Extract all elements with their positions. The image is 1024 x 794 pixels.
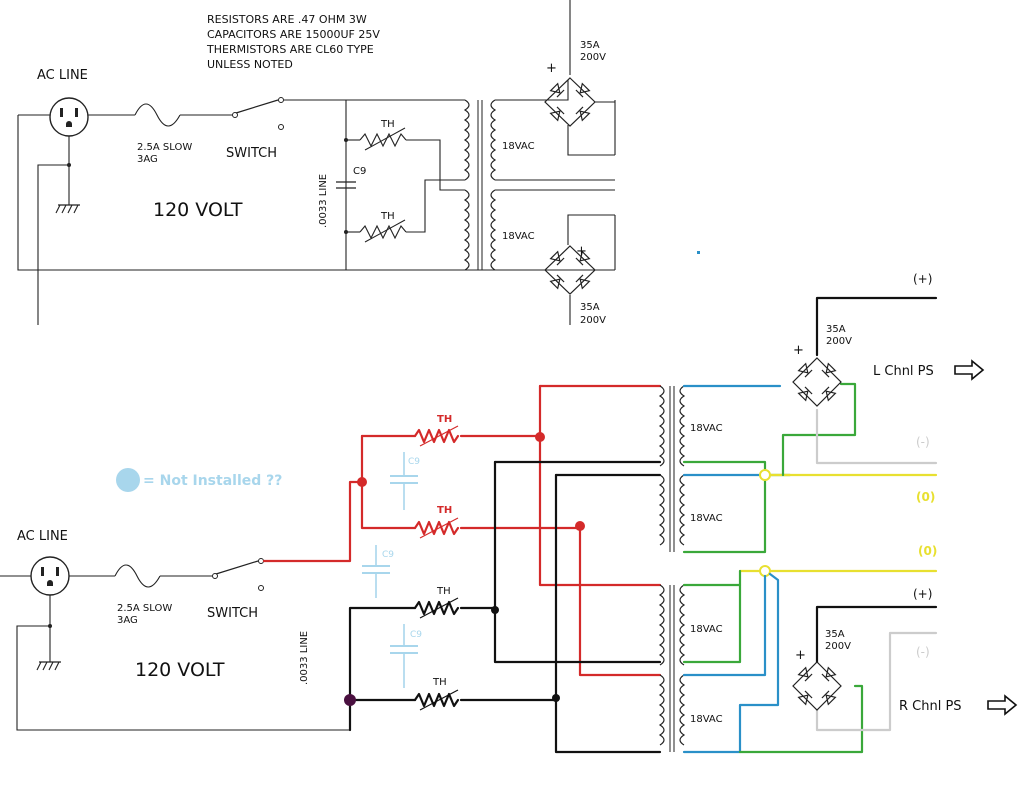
top-bridge-rectifier-2-icon xyxy=(544,245,596,295)
l-zero-label: (0) xyxy=(916,490,935,504)
note-unless-noted: UNLESS NOTED xyxy=(207,58,293,71)
top-bridge-2-plus: + xyxy=(576,244,587,259)
top-c9-capacitor-icon xyxy=(336,181,356,189)
black-node-2 xyxy=(552,694,560,702)
bottom-line-cap-label: .0033 LINE xyxy=(299,631,310,685)
bottom-vac-1-label: 18VAC xyxy=(690,423,723,434)
note-capacitors: CAPACITORS ARE 15000UF 25V xyxy=(207,28,380,41)
bottom-vac-2-label: 18VAC xyxy=(690,513,723,524)
top-schematic: RESISTORS ARE .47 OHM 3W CAPACITORS ARE … xyxy=(17,0,616,326)
bottom-th-red-1-label: TH xyxy=(437,414,452,425)
black-node-1 xyxy=(491,606,499,614)
top-bridge-1-plus: + xyxy=(546,61,557,76)
top-ac-outlet-icon xyxy=(49,97,89,137)
bottom-vac-3-label: 18VAC xyxy=(690,624,723,635)
legend-swatch xyxy=(116,468,140,492)
bottom-bridge-r-current: 35A xyxy=(825,629,845,640)
l-zero-node xyxy=(759,469,771,481)
r-minus-label: (-) xyxy=(916,645,930,659)
red-node-1 xyxy=(357,477,367,487)
top-bridge-rectifier-1-icon xyxy=(544,77,596,127)
bottom-bridge-rectifier-r-icon xyxy=(792,661,842,711)
top-bridge-1-current: 35A xyxy=(580,40,600,51)
legend: = Not Installed ?? xyxy=(116,468,282,492)
bottom-bridge-r-plus: + xyxy=(795,648,806,663)
bottom-bridge-rectifier-l-icon xyxy=(792,357,842,407)
bottom-black-thermistor-1-icon xyxy=(413,600,460,616)
note-resistors: RESISTORS ARE .47 OHM 3W xyxy=(207,13,367,26)
bottom-bridge-l-voltage: 200V xyxy=(826,336,852,347)
top-switch-label: SWITCH xyxy=(226,146,277,161)
r-zero-node xyxy=(759,565,771,577)
r-plus-label: (+) xyxy=(913,587,932,601)
top-th-2-label: TH xyxy=(380,211,395,222)
bottom-red-thermistor-1-icon xyxy=(413,428,460,444)
top-line-cap-label: .0033 LINE xyxy=(318,174,329,228)
red-node-2 xyxy=(535,432,545,442)
top-switch-icon xyxy=(232,97,284,130)
top-vac-1-label: 18VAC xyxy=(502,141,535,152)
bottom-bridge-r-voltage: 200V xyxy=(825,641,851,652)
top-th-1-label: TH xyxy=(380,119,395,130)
top-bridge-2-voltage: 200V xyxy=(580,315,606,326)
l-chnl-label: L Chnl PS xyxy=(873,364,934,379)
l-minus-label: (-) xyxy=(916,435,930,449)
l-chnl-arrow-icon xyxy=(954,359,985,381)
top-voltage-label: 120 VOLT xyxy=(153,199,243,221)
l-plus-label: (+) xyxy=(913,272,932,286)
top-transformer-icon xyxy=(463,99,497,271)
bottom-th-black-1-label: TH xyxy=(436,586,451,597)
bottom-transformer-upper-icon xyxy=(658,385,686,552)
bottom-th-black-2-label: TH xyxy=(432,677,447,688)
bottom-switch-label: SWITCH xyxy=(207,606,258,621)
top-thermistor-2-icon xyxy=(359,224,407,240)
bottom-ac-line-label: AC LINE xyxy=(17,529,68,544)
r-chnl-arrow-icon xyxy=(987,694,1018,716)
bottom-c9c-label: C9 xyxy=(410,630,422,640)
bottom-red-thermistor-2-icon xyxy=(413,520,460,536)
note-thermistors: THERMISTORS ARE CL60 TYPE xyxy=(206,43,374,56)
top-bridge-2-current: 35A xyxy=(580,302,600,313)
bottom-bridge-l-current: 35A xyxy=(826,324,846,335)
top-ac-line-label: AC LINE xyxy=(37,68,88,83)
bottom-schematic: AC LINE 2.5A SLOW 3AG SWITCH xyxy=(0,272,1018,754)
bottom-fuse-type: 3AG xyxy=(117,615,138,626)
bottom-fuse-label: 2.5A SLOW xyxy=(117,603,172,614)
bottom-ac-outlet-icon xyxy=(30,556,70,596)
top-vac-2-label: 18VAC xyxy=(502,231,535,242)
bottom-switch-icon xyxy=(212,558,264,591)
bottom-transformer-lower-icon xyxy=(658,584,686,752)
bottom-c9b-label: C9 xyxy=(382,550,394,560)
bottom-c9-capacitor-a-icon xyxy=(390,452,418,510)
purple-node xyxy=(344,694,356,706)
top-bridge-1-voltage: 200V xyxy=(580,52,606,63)
top-thermistor-1-icon xyxy=(359,132,407,148)
bottom-vac-4-label: 18VAC xyxy=(690,714,723,725)
bottom-bridge-l-plus: + xyxy=(793,343,804,358)
top-fuse-type: 3AG xyxy=(137,154,158,165)
legend-text: = Not Installed ?? xyxy=(143,473,282,489)
bottom-c9-capacitor-c-icon xyxy=(390,624,418,688)
bottom-voltage-label: 120 VOLT xyxy=(135,659,225,681)
bottom-ground-icon xyxy=(36,661,61,671)
bottom-black-thermistor-2-icon xyxy=(413,692,460,708)
bottom-th-red-2-label: TH xyxy=(437,505,452,516)
top-ground-icon xyxy=(55,204,80,214)
bottom-c9-capacitor-b-icon xyxy=(362,545,390,598)
top-c9-label: C9 xyxy=(353,166,366,177)
red-node-3 xyxy=(575,521,585,531)
bottom-c9a-label: C9 xyxy=(408,457,420,467)
stray-dot xyxy=(697,251,700,254)
top-fuse-icon xyxy=(134,103,181,127)
r-chnl-label: R Chnl PS xyxy=(899,699,962,714)
bottom-fuse-icon xyxy=(114,564,161,588)
top-fuse-label: 2.5A SLOW xyxy=(137,142,192,153)
r-zero-label: (0) xyxy=(918,544,937,558)
